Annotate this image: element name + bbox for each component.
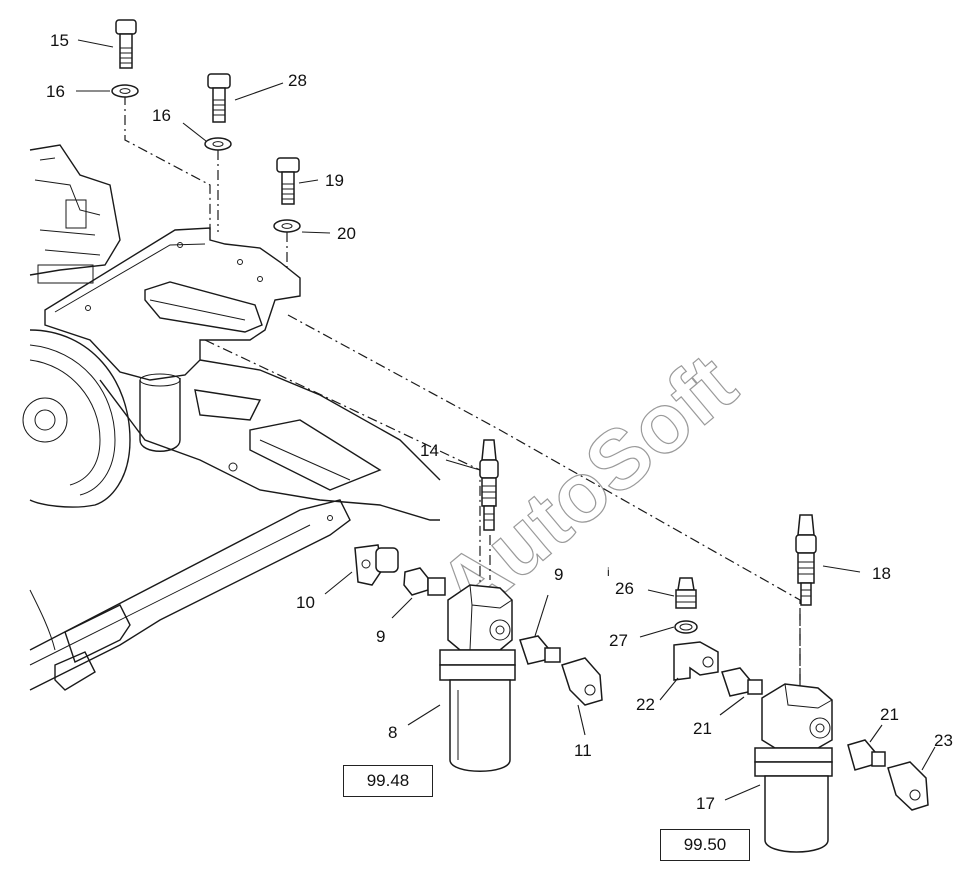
callout-14: 14 [420, 441, 439, 460]
washer-20 [273, 219, 301, 233]
bolt-19 [276, 157, 300, 205]
adapter-21-right [847, 739, 886, 771]
callout-28: 28 [288, 71, 307, 90]
tee-fitting-22 [673, 641, 719, 681]
filter-8 [439, 584, 516, 772]
plug-26 [675, 577, 697, 609]
callout-21-right: 21 [880, 705, 899, 724]
callout-8: 8 [388, 723, 397, 742]
callout-18: 18 [872, 564, 891, 583]
elbow-fitting-23 [887, 761, 929, 811]
callout-20: 20 [337, 224, 356, 243]
callout-16-middle: 16 [152, 106, 171, 125]
washer-16-left [111, 84, 139, 98]
callout-9-right: 9 [554, 565, 563, 584]
callout-21-left: 21 [693, 719, 712, 738]
pressure-switch-18 [795, 514, 817, 606]
callout-15: 15 [50, 31, 69, 50]
seal-ring-27 [674, 620, 698, 634]
callout-9-left: 9 [376, 627, 385, 646]
callout-11: 11 [574, 741, 592, 760]
filter-17 [754, 683, 833, 853]
adapter-21-left [721, 667, 763, 697]
callout-19: 19 [325, 171, 344, 190]
callout-26: 26 [615, 579, 634, 598]
callout-i: i [607, 565, 610, 579]
callout-16-left: 16 [46, 82, 65, 101]
callout-labels: 15 16 28 16 19 20 14 10 9 9 8 11 i 26 27… [46, 31, 953, 813]
reference-box-left: 99.48 [343, 765, 433, 797]
pressure-switch-14 [479, 439, 499, 531]
leader-lines [76, 39, 936, 801]
callout-17: 17 [696, 794, 715, 813]
elbow-fitting-10 [354, 544, 399, 586]
callout-27: 27 [609, 631, 628, 650]
machine-frame [22, 144, 441, 691]
bolt-28 [207, 73, 231, 123]
washer-16-middle [204, 137, 232, 151]
adapter-9-right [519, 635, 561, 665]
callout-22: 22 [636, 695, 655, 714]
reference-box-right: 99.50 [660, 829, 750, 861]
bolt-15 [115, 19, 137, 69]
callout-10: 10 [296, 593, 315, 612]
adapter-9-left [403, 567, 446, 596]
elbow-fitting-11 [561, 657, 603, 706]
callout-23: 23 [934, 731, 953, 750]
